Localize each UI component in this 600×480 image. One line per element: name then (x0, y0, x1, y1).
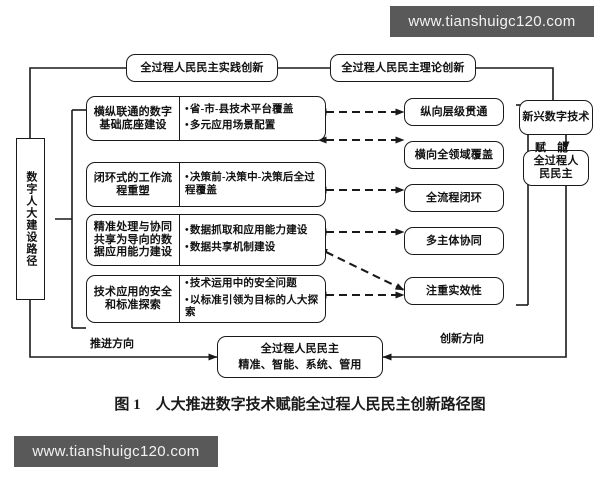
path-row-1-bullets: 省-市-县技术平台覆盖 多元应用场景配置 (180, 97, 325, 140)
bullet-item: 决策前-决策中-决策后全过程覆盖 (185, 172, 321, 197)
title-line-1: 技术应用的安全 (93, 286, 173, 299)
principle-box-2[interactable]: 横向全领域覆盖 (404, 141, 504, 169)
title-line-2: 程重塑 (116, 184, 150, 197)
bullet-item: 多元应用场景配置 (185, 120, 321, 133)
edge-label-enable: 赋 能 (535, 142, 568, 154)
path-row-4-title: 技术应用的安全 和标准探索 (87, 276, 180, 322)
path-row-2[interactable]: 闭环式的工作流 程重塑 决策前-决策中-决策后全过程覆盖 (86, 162, 326, 207)
watermark-bottom-left: www.tianshuigc120.com (14, 436, 218, 467)
title-line-1: 横纵联通的数字 (93, 105, 173, 118)
path-row-4-bullets: 技术运用中的安全问题 以标准引领为目标的人大探索 (180, 276, 325, 322)
edge-label-advance-direction: 推进方向 (90, 338, 134, 350)
outcome-line-2: 精准、智能、系统、管用 (238, 358, 362, 371)
path-row-3[interactable]: 精准处理与协同 共享为导向的数 据应用能力建设 数据抓取和应用能力建设 数据共享… (86, 214, 326, 266)
path-row-1-title: 横纵联通的数字 基础底座建设 (87, 97, 180, 140)
principle-box-4[interactable]: 多主体协同 (404, 227, 504, 255)
edge-label-innovation-direction: 创新方向 (440, 333, 484, 345)
bullet-item: 省-市-县技术平台覆盖 (185, 104, 321, 117)
title-line-1: 闭环式的工作流 (93, 171, 173, 184)
path-row-3-bullets: 数据抓取和应用能力建设 数据共享机制建设 (180, 215, 325, 265)
path-row-2-title: 闭环式的工作流 程重塑 (87, 163, 180, 206)
node-outcome-whole-process-democracy[interactable]: 全过程人民民主 精准、智能、系统、管用 (217, 336, 383, 378)
node-theory-innovation[interactable]: 全过程人民民主理论创新 (330, 54, 476, 82)
path-row-2-bullets: 决策前-决策中-决策后全过程覆盖 (180, 163, 325, 206)
root-node-digital-npc-path[interactable]: 数字人大建设路径 (16, 138, 45, 300)
path-row-3-title: 精准处理与协同 共享为导向的数 据应用能力建设 (87, 215, 180, 265)
principle-box-5[interactable]: 注重实效性 (404, 277, 504, 305)
title-line-3: 据应用能力建设 (93, 246, 173, 259)
title-line-2: 基础底座建设 (99, 118, 167, 131)
path-row-1[interactable]: 横纵联通的数字 基础底座建设 省-市-县技术平台覆盖 多元应用场景配置 (86, 96, 326, 141)
principle-box-3[interactable]: 全流程闭环 (404, 184, 504, 212)
bullet-item: 数据共享机制建设 (185, 242, 321, 255)
title-line-1: 精准处理与协同 (93, 221, 173, 234)
node-whole-process-democracy[interactable]: 全过程人 民民主 (523, 150, 589, 186)
watermark-top-right: www.tianshuigc120.com (390, 6, 594, 37)
title-line-2: 和标准探索 (105, 299, 161, 311)
node-line-2: 民民主 (539, 168, 573, 180)
figure-caption: 图 1 人大推进数字技术赋能全过程人民民主创新路径图 (114, 397, 486, 413)
node-line-1: 全过程人 (533, 155, 579, 168)
title-line-2: 共享为导向的数 (93, 233, 173, 246)
bullet-item: 以标准引领为目标的人大探索 (185, 295, 321, 320)
path-row-4[interactable]: 技术应用的安全 和标准探索 技术运用中的安全问题 以标准引领为目标的人大探索 (86, 275, 326, 323)
principle-box-1[interactable]: 纵向层级贯通 (404, 98, 504, 126)
outcome-line-1: 全过程人民民主 (260, 342, 340, 355)
bullet-item: 数据抓取和应用能力建设 (185, 225, 321, 238)
bullet-item: 技术运用中的安全问题 (185, 278, 321, 291)
node-emerging-digital-technology[interactable]: 新兴数字技术 (519, 100, 593, 135)
node-practice-innovation[interactable]: 全过程人民民主实践创新 (126, 54, 278, 82)
